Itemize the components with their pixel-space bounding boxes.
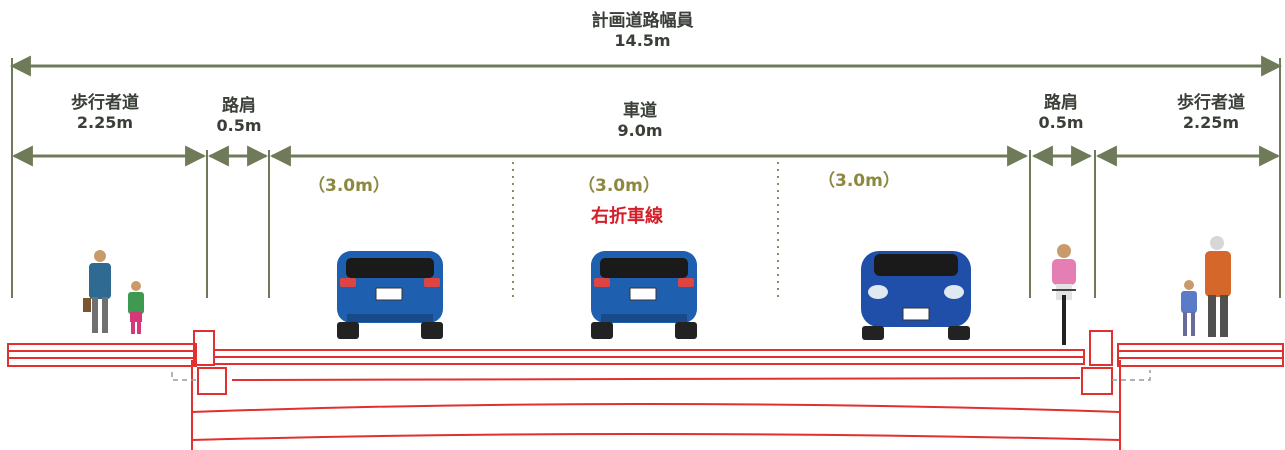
segment-label-left-sidewalk: 歩行者道 2.25m (40, 93, 170, 132)
pedestrian-child-right-icon (1181, 280, 1197, 336)
lane-2-width: （3.0m） (578, 176, 660, 196)
left-sidewalk-name: 歩行者道 (71, 93, 139, 113)
lane-1-width: （3.0m） (308, 176, 390, 196)
segment-label-right-shoulder: 路肩 0.5m (1026, 93, 1096, 132)
segment-label-right-sidewalk: 歩行者道 2.25m (1146, 93, 1276, 132)
right-sidewalk-name: 歩行者道 (1177, 93, 1245, 113)
roadway-name: 車道 (623, 101, 657, 121)
drainage-dashes (171, 370, 1151, 381)
road-structure (7, 330, 1284, 450)
segment-label-left-shoulder: 路肩 0.5m (204, 96, 274, 135)
car-rear-view-lane-2-icon (591, 251, 697, 339)
lane-divider-lines (512, 162, 779, 300)
lane-3-width: （3.0m） (818, 171, 900, 191)
title-label: 計画道路幅員 14.5m (540, 11, 745, 50)
segment-boundary-lines (206, 150, 1096, 298)
segment-label-roadway: 車道 9.0m (590, 101, 690, 140)
diagram-title: 計画道路幅員 (591, 11, 694, 31)
cyclist-icon (1052, 244, 1076, 345)
total-width-dimension-line (9, 55, 1283, 298)
total-width-value: 14.5m (614, 30, 671, 50)
left-shoulder-name: 路肩 (222, 96, 256, 116)
pedestrian-adult-icon (83, 250, 111, 333)
pedestrian-elderly-icon (1205, 236, 1231, 337)
right-shoulder-width: 0.5m (1038, 112, 1084, 132)
left-sidewalk-width: 2.25m (76, 112, 134, 132)
right-turn-lane-label: 右折車線 (591, 206, 663, 227)
right-sidewalk-width: 2.25m (1182, 112, 1240, 132)
pedestrian-child-icon (128, 281, 144, 334)
car-front-view-lane-3-icon (861, 251, 971, 340)
roadway-width: 9.0m (617, 120, 663, 140)
car-rear-view-lane-1-icon (337, 251, 443, 339)
left-shoulder-width: 0.5m (216, 115, 262, 135)
right-shoulder-name: 路肩 (1044, 93, 1078, 113)
